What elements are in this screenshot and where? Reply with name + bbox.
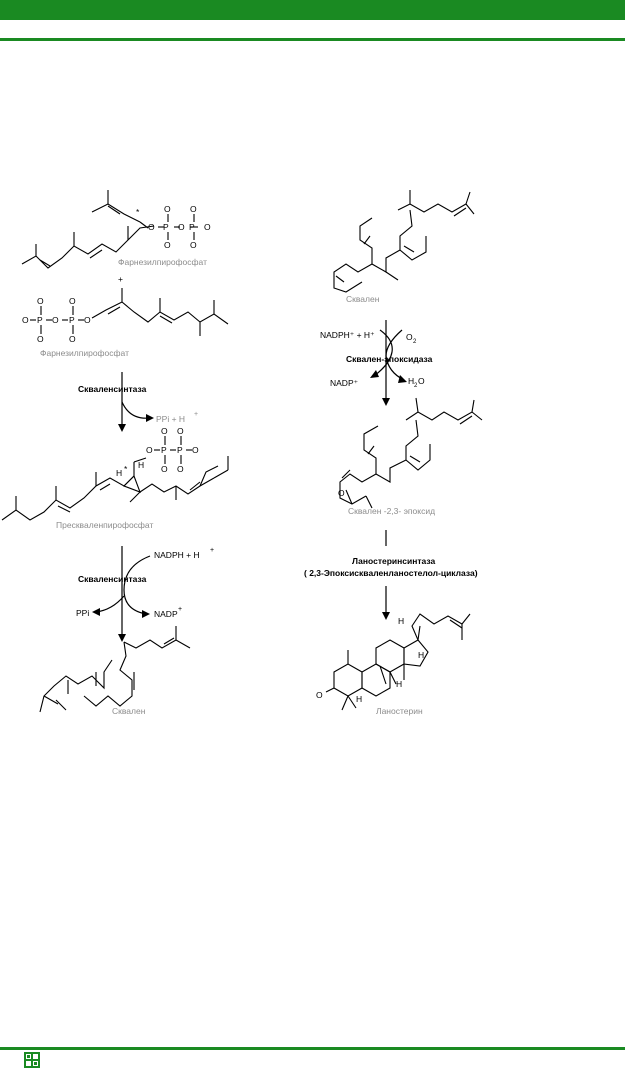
farnesyl-pp-label-2: Фарнезилпирофосфат <box>40 348 129 358</box>
enzyme-squalene-epoxidase: Сквален-эпоксидаза <box>346 354 433 364</box>
atom-o: O <box>192 445 199 455</box>
farnesyl-pp-structure-1 <box>21 190 198 269</box>
lanosterol-structure <box>325 613 471 711</box>
squalene-label-right: Сквален <box>346 294 380 304</box>
atom-p: P <box>69 315 75 325</box>
atom-o: O <box>161 464 168 474</box>
publisher-logo-icon <box>24 1052 40 1068</box>
presqualene-pp-structure <box>1 436 229 521</box>
atom-o: O <box>164 204 171 214</box>
atom-star: * <box>136 207 140 217</box>
cofactor-nadp: NADP <box>154 609 178 619</box>
enzyme-lanosterol-synthase: Ланостеринсинтаза <box>352 556 435 566</box>
farnesyl-pp-structure-2 <box>30 288 229 336</box>
ppi-curve <box>95 595 125 613</box>
enzyme-cyclase-alt-name: ( 2,3-Эпоксисквaленланостелол-циклаза) <box>304 568 478 578</box>
farnesyl-pp-label-1: Фарнезилпирофосфат <box>118 257 207 267</box>
atom-h: H <box>418 650 424 660</box>
atom-o: O <box>22 315 29 325</box>
atom-o: O <box>37 296 44 306</box>
byproduct-ppi: PPi <box>76 608 89 618</box>
arrowhead <box>382 612 390 620</box>
squalene-epoxide-structure <box>339 397 483 509</box>
superscript: + <box>178 606 182 613</box>
presqualene-pp-label: Пресквaленпирофосфат <box>56 520 153 530</box>
atom-o: O <box>161 426 168 436</box>
arrowhead <box>370 370 379 378</box>
header-bar <box>0 0 625 20</box>
atom-o: O <box>178 222 185 232</box>
arrowhead <box>92 608 100 616</box>
squalene-label-left: Сквален <box>112 706 146 716</box>
squalene-structure-left <box>39 626 191 713</box>
arrowhead <box>382 398 390 406</box>
atom-o: O <box>84 315 91 325</box>
water-h: H <box>408 376 414 386</box>
atom-p: P <box>189 222 195 232</box>
atom-o: O <box>69 296 76 306</box>
cofactor-nadp-right: NADP⁺ <box>330 378 359 388</box>
arrowhead <box>142 610 150 618</box>
atom-o: O <box>177 464 184 474</box>
atom-h: H <box>356 694 362 704</box>
atom-h: H <box>396 679 402 689</box>
atom-o: O <box>190 204 197 214</box>
plus-sign: + <box>118 274 123 284</box>
arrowhead <box>398 375 407 383</box>
superscript: + <box>194 411 198 418</box>
atom-star: * <box>124 464 128 474</box>
atom-o: O <box>190 240 197 250</box>
atom-p: P <box>177 445 183 455</box>
byproduct-ppi-h: PPi + H <box>156 414 185 424</box>
squalene-epoxide-label: Сквален -2,3- эпоксид <box>348 506 435 516</box>
atom-h: H <box>398 616 404 626</box>
subscript: 2 <box>413 339 417 345</box>
cofactor-nadph-h: NADPH⁺ + H⁺ <box>320 330 375 340</box>
atom-o: O <box>148 222 155 232</box>
arrowhead <box>118 424 126 432</box>
atom-p: P <box>163 222 169 232</box>
oxygen-curve <box>385 329 405 381</box>
atom-h: H <box>116 468 122 478</box>
arrowhead <box>146 414 154 422</box>
subscript: 2 <box>414 383 418 389</box>
superscript: + <box>210 547 214 554</box>
atom-o: O <box>37 334 44 344</box>
enzyme-squalene-synthase-2: Скваленсинтаза <box>78 574 147 584</box>
atom-o: O <box>52 315 59 325</box>
squalene-structure-right <box>333 190 475 293</box>
atom-o: O <box>69 334 76 344</box>
atom-p: P <box>37 315 43 325</box>
cofactor-nadph: NADPH + H <box>154 550 200 560</box>
lanosterol-label: Ланостерин <box>376 706 423 716</box>
header-rule <box>0 38 625 41</box>
atom-o: O <box>204 222 211 232</box>
water-o: O <box>418 376 425 386</box>
atom-p: P <box>161 445 167 455</box>
enzyme-squalene-synthase-1: Скваленсинтаза <box>78 384 147 394</box>
byproduct-curve <box>121 401 151 419</box>
atom-o: O <box>177 426 184 436</box>
nadph-curve <box>373 329 393 377</box>
footer-rule <box>0 1047 625 1050</box>
atom-o: O <box>316 690 323 700</box>
cofactor-curve <box>123 555 151 615</box>
oxygen-o2: O <box>406 332 413 342</box>
arrowhead <box>118 634 126 642</box>
atom-o: O <box>164 240 171 250</box>
atom-h: H <box>138 460 144 470</box>
atom-o: O <box>146 445 153 455</box>
atom-o: O <box>338 488 345 498</box>
